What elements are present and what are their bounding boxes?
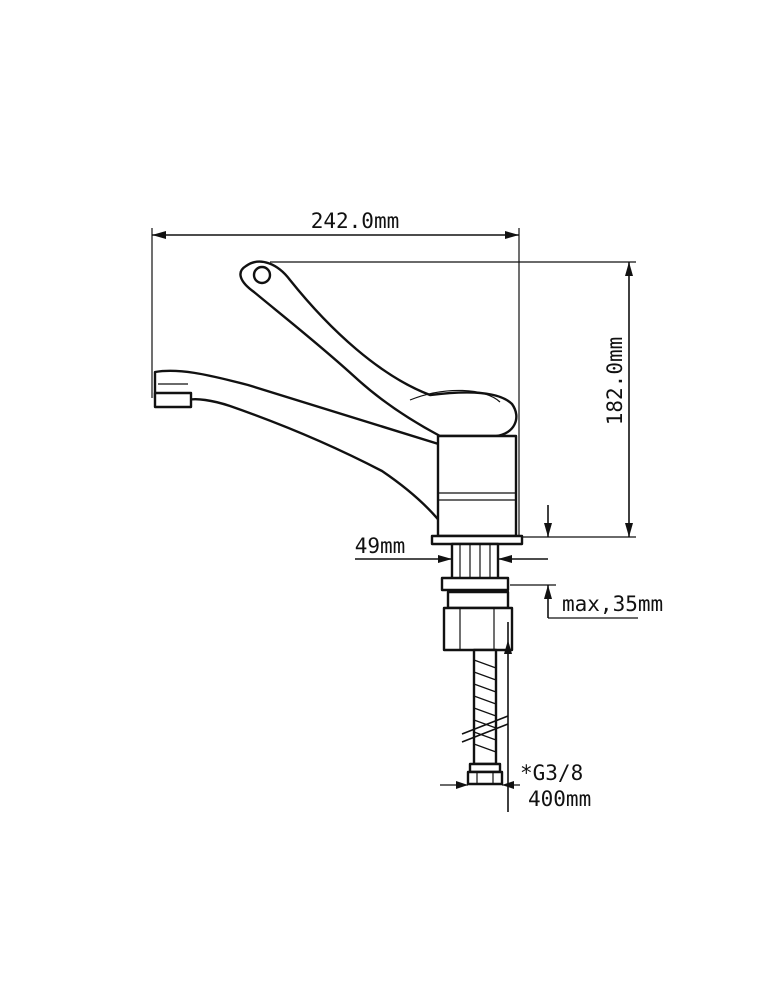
base-offset-label: 49mm (355, 534, 406, 558)
valve-body (430, 434, 524, 546)
dimension-height: 182.0mm (603, 262, 633, 537)
lever-handle (239, 260, 518, 438)
spout (153, 369, 447, 530)
dimension-max-thickness: max,35mm (544, 505, 663, 619)
width-label: 242.0mm (311, 209, 400, 233)
dimension-width: 242.0mm (152, 209, 519, 239)
extension-lines (151, 228, 636, 586)
mounting-shank (440, 542, 510, 592)
flexible-hose (461, 648, 509, 786)
thread-label: *G3/8 (520, 761, 583, 785)
dimension-hose: *G3/8 400mm (440, 622, 591, 812)
dimension-base-offset: 49mm (355, 534, 548, 563)
max-thickness-label: max,35mm (562, 592, 663, 616)
height-label: 182.0mm (603, 337, 627, 426)
mounting-nut (442, 590, 514, 652)
hose-length-label: 400mm (528, 787, 591, 811)
